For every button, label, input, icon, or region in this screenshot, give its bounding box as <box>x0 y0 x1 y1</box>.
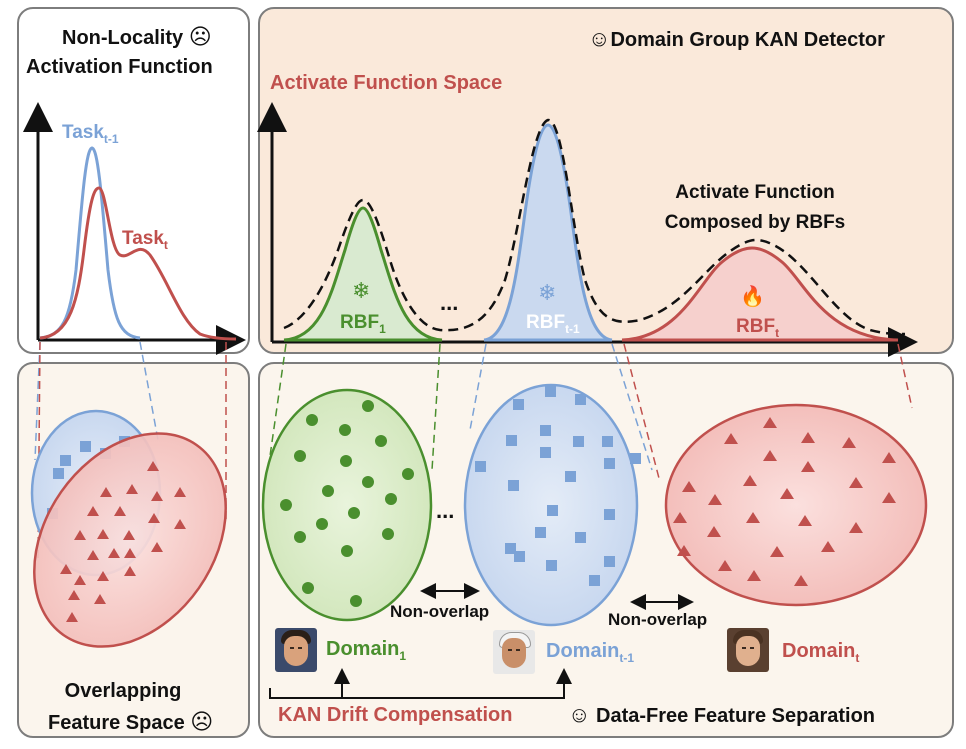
feature-separation-text: Data-Free Feature Separation <box>596 705 876 727</box>
rbf1-label: RBF1 <box>340 312 386 336</box>
task-prev-text: Task <box>62 122 104 143</box>
domain-ellipsis: ... <box>436 498 455 523</box>
non-overlap-label-2: Non-overlap <box>608 610 708 629</box>
domain1-label: Domain1 <box>326 638 406 663</box>
non-locality-panel <box>17 7 250 354</box>
domain-prev-squares <box>475 386 641 586</box>
rbf-prev-sub: t-1 <box>565 321 580 336</box>
domain1-ellipse <box>261 388 433 622</box>
composed-label-line2: Composed by RBFs <box>664 212 846 233</box>
rbf-prev-text: RBF <box>526 312 566 333</box>
task-prev-sub: t-1 <box>103 131 119 146</box>
domain-cur-sub: t <box>855 651 860 665</box>
rbf-prev-label: RBFt-1 <box>526 312 580 336</box>
rbf-cur-text: RBF <box>736 316 776 337</box>
non-locality-text: Non-Locality <box>62 27 184 49</box>
snowflake-icon: ❄ <box>352 278 371 303</box>
task-cur-label: Taskt <box>122 228 168 252</box>
composed-dashed-curve <box>283 118 906 336</box>
non-locality-title-line1: Non-Locality ☹ <box>62 24 212 50</box>
domain-cur-text: Domain <box>782 640 856 662</box>
snowflake-icon-2: ❄ <box>538 280 557 305</box>
sad-face-icon: ☹ <box>188 24 212 49</box>
fire-icon: 🔥 <box>740 286 765 308</box>
sad-face-icon-2: ☹ <box>190 709 214 734</box>
rbf-cur-label: RBFt <box>736 316 779 340</box>
domain-prev-sub: t-1 <box>619 651 635 665</box>
domain-cur-triangles <box>673 417 896 586</box>
domain-prev-text: Domain <box>546 640 620 662</box>
kan-detector-title: ☺Domain Group KAN Detector <box>588 26 885 52</box>
composed-label-line1: Activate Function <box>675 182 835 203</box>
smile-face-icon: ☺ <box>588 26 611 51</box>
top-left-axes <box>23 102 246 355</box>
function-space-label: Activate Function Space <box>270 72 503 94</box>
rbf1-bump <box>283 206 443 342</box>
domain1-sub: 1 <box>399 649 407 663</box>
activation-function-title: Activation Function <box>26 56 213 78</box>
rbf1-sub: 1 <box>379 321 386 336</box>
drift-arrows <box>269 668 572 699</box>
projection-lines-left <box>34 341 227 561</box>
overlapping-label-line1: Overlapping <box>64 680 182 702</box>
task-cur-triangles <box>60 461 186 622</box>
overlapping-label-line2: Feature Space ☹ <box>48 709 213 735</box>
task-prev-label: Taskt-1 <box>62 122 119 146</box>
smile-face-icon-2: ☺ <box>568 702 591 727</box>
face-thumbnail-1 <box>275 628 317 672</box>
face-thumbnail-2 <box>493 630 535 674</box>
task-cur-sub: t <box>163 237 168 252</box>
rbf-cur-sub: t <box>775 325 780 340</box>
task-prev-curve <box>39 146 141 340</box>
rbf-ellipsis: ... <box>440 290 459 315</box>
non-overlap-label-1: Non-overlap <box>390 602 490 621</box>
drift-compensation-label: KAN Drift Compensation <box>278 704 513 726</box>
domain1-text: Domain <box>326 638 400 660</box>
kan-detector-text: Domain Group KAN Detector <box>610 29 885 51</box>
domain-cur-ellipse <box>664 403 928 607</box>
task-cur-text: Task <box>122 228 164 249</box>
domain-cur-label: Domaint <box>782 640 859 665</box>
rbf-cur-bump <box>621 246 899 342</box>
rbf-prev-bump <box>483 123 613 342</box>
rbf1-text: RBF <box>340 312 380 333</box>
projection-lines-right <box>269 343 913 483</box>
feature-space-text: Feature Space <box>48 712 185 734</box>
feature-separation-label: ☺ Data-Free Feature Separation <box>568 702 875 728</box>
top-right-axes <box>257 102 918 357</box>
domain-prev-label: Domaint-1 <box>546 640 634 665</box>
task-cur-curve <box>39 186 237 341</box>
domain1-dots <box>280 400 414 607</box>
face-thumbnail-3 <box>727 628 769 672</box>
